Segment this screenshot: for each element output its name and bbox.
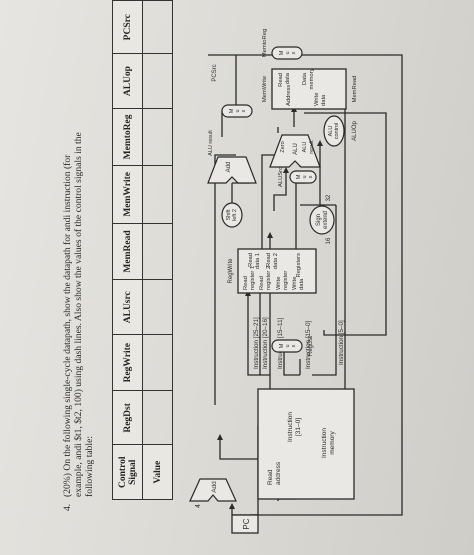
memread-label: MemRead (352, 76, 358, 103)
memtoreg-label: MemtoReg (262, 29, 268, 57)
regdst-mux-u: u (285, 344, 291, 347)
pcsrc-mux (221, 104, 253, 118)
branch-adder (207, 156, 257, 184)
pcsrc-mux-u: u (235, 109, 241, 112)
reg-rdata2-a: Read (266, 253, 272, 267)
pc-adder-label: Add (211, 481, 218, 493)
imem-read-label: Read (267, 469, 274, 485)
alusrc-mux-m: M (296, 174, 302, 179)
instr-field-15-0: Instruction [15–0] (305, 320, 312, 369)
aluop-label: ALUOp (352, 121, 358, 141)
imem-bits-label: [31–0] (295, 418, 302, 436)
imem-address-label: address (275, 461, 282, 485)
alusrc-label: ALUSrc (278, 167, 284, 187)
memwrite-label: MemWrite (262, 76, 268, 102)
imem-name-1: Instruction (321, 428, 328, 458)
alu-control-l1: ALU (328, 126, 334, 137)
reg-read1-b: register 1 (250, 266, 256, 290)
alusrc-mux-u: u (302, 175, 308, 178)
sign-extend-l1: Sign (316, 214, 322, 226)
reg-read1-a: Read (243, 276, 249, 290)
instr-field-25-21: Instruction [25–21] (253, 317, 260, 369)
reg-rdata1-a: Read (248, 253, 254, 267)
pcsrc-mux-x: x (241, 109, 247, 112)
instr-field-20-16: Instruction [20–16] (262, 317, 269, 369)
alu-zero-label: Zero (280, 141, 286, 152)
pcsrc-mux-m: M (229, 108, 235, 113)
sign-extend (309, 205, 335, 235)
reg-read2-a: Read (259, 276, 265, 290)
data-memory (271, 68, 347, 110)
reg-rdata1-b: data 1 (255, 253, 261, 269)
branch-adder-label: Add (226, 162, 232, 173)
shift-left-2 (221, 202, 243, 228)
instruction-memory (257, 388, 355, 500)
alu-control (323, 115, 345, 147)
bits-16: 16 (326, 237, 332, 244)
dmem-address: Address (286, 85, 292, 106)
bits-32: 32 (326, 194, 332, 201)
sign-extend-l2: extend (323, 211, 329, 229)
register-file (237, 248, 317, 294)
dmem-name-1: Data (302, 72, 308, 85)
alusrc-mux-x: x (308, 175, 314, 178)
imem-instruction-label: Instruction (287, 412, 294, 442)
alu-control-l2: control (334, 123, 340, 140)
alu-result-l1: ALU (302, 142, 308, 153)
shift-l2: left 2 (232, 209, 238, 221)
memtoreg-mux-x: x (291, 51, 297, 54)
shift-l1: Shift (226, 209, 232, 220)
memtoreg-mux-u: u (285, 51, 291, 54)
reg-write-b: register (283, 271, 289, 290)
reg-rdata2-b: data 2 (273, 253, 279, 269)
pc-register (231, 514, 259, 534)
alu-result-l2: result (309, 140, 315, 154)
branch-adder-result: ALU result (208, 130, 214, 156)
regdst-mux (271, 339, 303, 353)
instr-field-5-0: Instruction [5–0] (338, 320, 345, 365)
regdst-mux-x: x (291, 344, 297, 347)
reg-name: Registers (296, 253, 302, 278)
imem-name-2: memory (329, 431, 336, 455)
alu-label: ALU (293, 143, 299, 155)
pc-label: PC (242, 518, 251, 529)
main-alu (269, 134, 321, 168)
reg-read2-b: register 2 (266, 266, 272, 290)
reg-write-a: Write (276, 277, 282, 290)
regdst-label: RegDst (308, 336, 314, 356)
dmem-write-l1: Write (314, 93, 320, 106)
memtoreg-mux (271, 46, 303, 60)
regdst-mux-m: M (279, 343, 285, 348)
pcsrc-label: PCSrc (212, 64, 218, 81)
dmem-read-l2: data (285, 72, 291, 84)
dmem-read-l1: Read (278, 73, 284, 87)
constant-four: 4 (195, 504, 202, 508)
memtoreg-mux-m: M (279, 50, 285, 55)
dmem-write-l2: data (321, 94, 327, 106)
alusrc-mux (289, 170, 317, 184)
reg-wdata-a: Write (292, 277, 298, 290)
dmem-name-2: memory (309, 68, 315, 89)
regwrite-label: RegWrite (228, 258, 234, 284)
reg-wdata-b: data (299, 278, 305, 290)
pc-adder (189, 478, 237, 502)
